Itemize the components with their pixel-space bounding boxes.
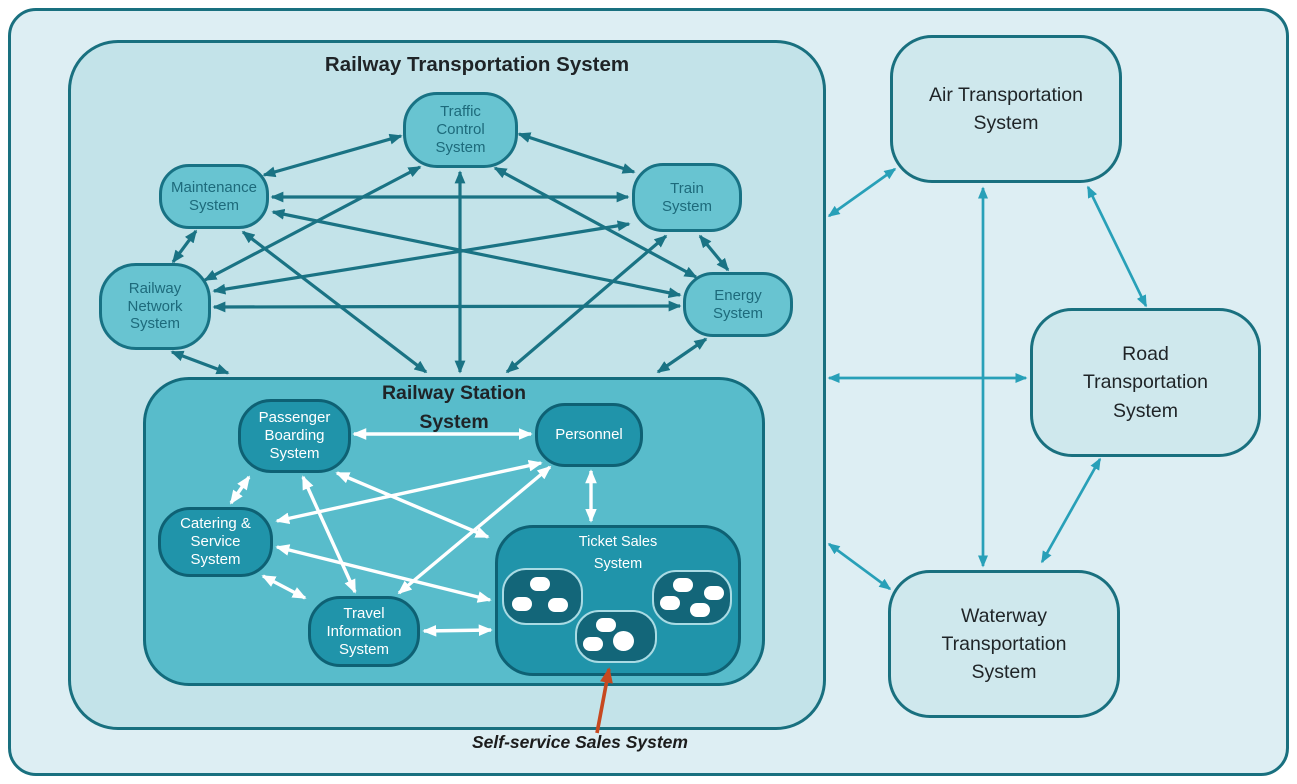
terminal-dot bbox=[690, 603, 710, 617]
self-service-terminal-cluster-right bbox=[652, 570, 732, 625]
terminal-dot bbox=[548, 598, 568, 612]
node-travel-information-system: Travel Information System bbox=[308, 596, 420, 667]
terminal-dot bbox=[704, 586, 724, 600]
terminal-dot bbox=[530, 577, 550, 591]
node-railway-network-system: Railway Network System bbox=[99, 263, 211, 350]
node-energy-system: Energy System bbox=[683, 272, 793, 337]
terminal-dot bbox=[512, 597, 532, 611]
node-personnel: Personnel bbox=[535, 403, 643, 467]
node-waterway-transportation-system: Waterway Transportation System bbox=[888, 570, 1120, 718]
node-maintenance-system: Maintenance System bbox=[159, 164, 269, 229]
ticket-sales-system-title: Ticket Sales System bbox=[578, 534, 658, 573]
railway-transportation-system-title: Railway Transportation System bbox=[324, 53, 630, 76]
node-air-transportation-system: Air Transportation System bbox=[890, 35, 1122, 183]
terminal-dot bbox=[596, 618, 616, 632]
self-service-sales-system-label: Self-service Sales System bbox=[472, 732, 688, 752]
node-passenger-boarding-system: Passenger Boarding System bbox=[238, 399, 351, 473]
self-service-terminal-cluster-middle bbox=[575, 610, 657, 663]
terminal-dot bbox=[673, 578, 693, 592]
terminal-dot bbox=[660, 596, 680, 610]
node-road-transportation-system: Road Transportation System bbox=[1030, 308, 1261, 457]
self-service-terminal-cluster-left bbox=[502, 568, 583, 625]
railway-station-system-title: Railway Station System bbox=[381, 382, 527, 433]
node-catering-service-system: Catering & Service System bbox=[158, 507, 273, 577]
terminal-dot bbox=[583, 637, 603, 651]
terminal-dot bbox=[613, 631, 634, 651]
node-traffic-control-system: Traffic Control System bbox=[403, 92, 518, 168]
node-train-system: Train System bbox=[632, 163, 742, 232]
